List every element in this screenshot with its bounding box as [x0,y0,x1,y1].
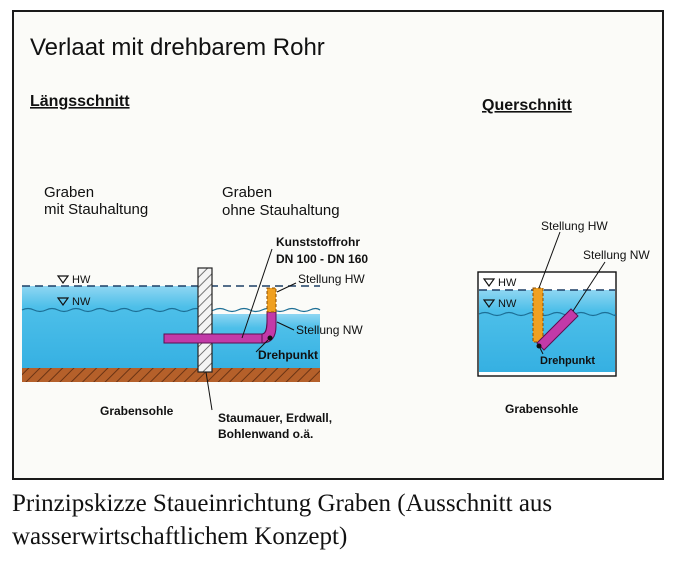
caption-line-2: wasserwirtschaftlichem Konzept) [12,523,348,550]
pipe-label-2: DN 100 - DN 160 [276,252,368,266]
pivot-point-icon [267,335,273,341]
hw-triangle-icon [56,275,70,285]
dam-label-2: Bohlenwand o.ä. [218,427,313,441]
cross-pipe-nw [536,308,579,351]
pipe-leader-line [241,248,273,339]
ditch-without-label-1: Graben [222,184,272,201]
cross-water [479,290,615,372]
caption-line-1: Prinzipskizze Staueinrichtung Graben (Au… [12,490,553,517]
nw-label: NW [72,296,91,308]
cross-pipe-hw [532,287,544,343]
figure-caption: Prinzipskizze Staueinrichtung Graben (Au… [12,487,682,553]
dam-leader-line [205,371,213,411]
diagram-title: Verlaat mit drehbarem Rohr [30,34,325,61]
longitudinal-section: HW NW [21,248,321,411]
cross-position-hw-label: Stellung HW [541,219,608,233]
cross-section: HW NW [477,231,617,377]
cross-pivot-leader-line [539,347,544,355]
cross-hw-label: HW [498,277,517,289]
dam-wall [197,267,213,373]
cross-position-nw-label: Stellung NW [583,248,650,262]
cross-pivot-point-icon [536,343,542,349]
hw-leader-line [276,282,297,293]
cross-pivot-label: Drehpunkt [540,355,595,367]
pipe-hw-extension [266,287,277,313]
cross-hw-leader-line [538,231,561,289]
cross-nw-triangle-icon [482,299,496,309]
cross-heading: Querschnitt [482,97,572,114]
long-pivot-label: Drehpunkt [258,348,318,362]
pivot-leader-line [255,339,269,353]
ditch-with-label-1: Graben [44,184,94,201]
ditch-bottom-soil [22,368,320,382]
cross-nw-label: NW [498,298,517,310]
pipe-nw-horizontal [163,333,265,344]
long-position-hw-label: Stellung HW [298,272,365,286]
long-bottom-label: Grabensohle [100,404,174,418]
ditch-with-label-2: mit Stauhaltung [44,201,148,218]
cross-nw-leader-line [572,261,606,312]
nw-leader-line [276,321,295,331]
cross-nw-wave-line [478,311,617,317]
long-position-nw-label: Stellung NW [296,323,363,337]
hw-label: HW [72,274,91,286]
longitudinal-heading: Längsschnitt [30,93,130,110]
cross-hw-triangle-icon [482,278,496,288]
nw-triangle-icon [56,297,70,307]
pipe-label-1: Kunststoffrohr [276,235,360,249]
cross-bottom-label: Grabensohle [505,402,579,416]
upstream-water [22,286,200,370]
ditch-without-label-2: ohne Stauhaltung [222,202,340,219]
dam-label-1: Staumauer, Erdwall, [218,411,332,425]
